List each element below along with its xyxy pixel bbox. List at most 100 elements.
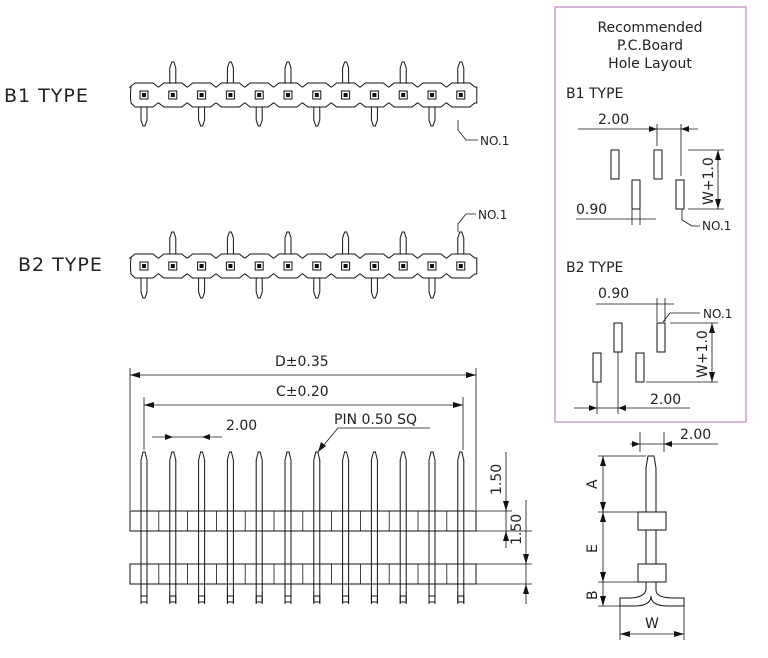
pcb-title-line3: Hole Layout [608, 56, 692, 72]
pcb-b2-arrow-l [589, 405, 597, 411]
pin-square-core [199, 93, 204, 97]
upper-plastic-body [129, 510, 477, 532]
pin-lead-up [169, 61, 177, 83]
pcb-b2-w-arrow-bottom [709, 372, 715, 382]
dim-c-label: C±0.20 [276, 384, 329, 400]
front-pin [399, 451, 407, 604]
b1-no1-leader [457, 120, 478, 141]
dim-d-arrow-left [130, 372, 140, 378]
pin-square [139, 261, 149, 271]
pin-square [168, 261, 178, 271]
prof-w-arrow-left [620, 631, 630, 637]
pin-lead-down [198, 278, 206, 299]
strip-body-outline [128, 82, 478, 108]
pin-square-core [343, 264, 348, 268]
front-pin [370, 451, 378, 604]
pin-lead-up [342, 231, 350, 254]
pin-square [456, 261, 466, 271]
pcb-b1-no1-leader [681, 209, 700, 227]
dim-150-b-arrow-top [523, 554, 529, 564]
pin-lead-up [284, 231, 292, 254]
pin-square [139, 90, 149, 100]
pcb-b2-w-arrow-top [709, 323, 715, 333]
pcb-title-line2: P.C.Board [617, 38, 683, 54]
pin-square [427, 261, 437, 271]
pcb-b1-arrow-l [649, 126, 657, 132]
pin-note-arrow [318, 442, 326, 452]
pin-note-leader [317, 427, 430, 453]
pin-square [398, 261, 408, 271]
pin-square-core [314, 93, 319, 97]
pitch-arrow-left [165, 434, 173, 440]
pin-tip-square [284, 595, 292, 603]
pin-square-core [228, 93, 233, 97]
dim-150-a-arrow-top [503, 501, 509, 511]
pcb-b2-no1-leader [662, 312, 700, 323]
pin-square-core [257, 93, 262, 97]
pin-tip-square [198, 595, 206, 603]
prof-e-arrow-bottom [600, 572, 606, 582]
front-pin [428, 451, 436, 604]
front-pin [140, 451, 148, 604]
prof-pin-middle [645, 530, 657, 564]
front-pin [284, 451, 292, 604]
pin-square-core [430, 264, 434, 268]
front-pin [169, 451, 177, 604]
pin-lead-down [370, 278, 378, 299]
pcb-b1-w-arrow-bottom [715, 199, 721, 209]
pin-lead-up [226, 61, 234, 83]
pin-lead-up [342, 61, 350, 83]
pin-square [427, 90, 437, 100]
pin-square-core [286, 93, 290, 97]
pin-lead-down [313, 278, 321, 299]
front-pin [313, 451, 321, 604]
front-pin [342, 451, 350, 604]
pin-square-core [142, 264, 146, 268]
pin-square-core [430, 93, 434, 97]
dim-c-arrow-left [144, 402, 154, 408]
pcb-b2-hole-1 [613, 322, 623, 353]
pcb-b1-no1-label: NO.1 [702, 219, 731, 233]
prof-b-label: B [585, 590, 601, 600]
pin-lead-up [284, 61, 292, 83]
pin-tip-square [313, 595, 321, 603]
pcb-layout-box: Recommended P.C.Board Hole Layout B1 TYP… [554, 6, 747, 423]
prof-body-upper [637, 511, 667, 531]
pin-lead-down [428, 278, 436, 299]
pin-square-core [142, 93, 146, 97]
front-view: D±0.35 C±0.20 2.00 PIN 0.50 SQ 1.50 [129, 354, 532, 604]
pin-square [341, 90, 351, 100]
pcb-b1-hole-3 [631, 179, 641, 210]
pitch-arrow-right [202, 434, 210, 440]
prof-pitch-label: 2.00 [680, 427, 711, 443]
pin-square-core [228, 264, 233, 268]
pin-square [197, 90, 207, 100]
pitch-label: 2.00 [226, 418, 257, 434]
pin-square-core [372, 93, 377, 97]
pin-square-core [199, 264, 204, 268]
b1-top-view: B1 TYPE NO.1 [4, 61, 509, 148]
pcb-b1-w-arrow-top [715, 150, 721, 160]
pcb-b2-pitch-label: 2.00 [650, 392, 681, 408]
b2-no1-label: NO.1 [478, 208, 507, 222]
pcb-b2-no1-label: NO.1 [703, 307, 732, 321]
pcb-b1-w-label: W+1.0 [701, 157, 717, 205]
pin-square-core [170, 93, 175, 97]
prof-w-arrow-right [674, 631, 684, 637]
prof-e-label: E [585, 544, 601, 553]
b1-header-strip [128, 61, 478, 127]
prof-pin-upper [645, 455, 657, 512]
pin-tip-square [255, 595, 263, 603]
pin-square [197, 261, 207, 271]
prof-bent-lead [619, 582, 685, 607]
pin-lead-up [457, 61, 465, 83]
front-pin [198, 451, 206, 604]
pin-square [168, 90, 178, 100]
pin-tip-square [370, 595, 378, 603]
pcb-layout-border [554, 6, 747, 423]
pin-square-core [257, 264, 262, 268]
pcb-b2-hole-3 [592, 352, 602, 383]
pin-square [398, 90, 408, 100]
pin-square [283, 90, 293, 100]
